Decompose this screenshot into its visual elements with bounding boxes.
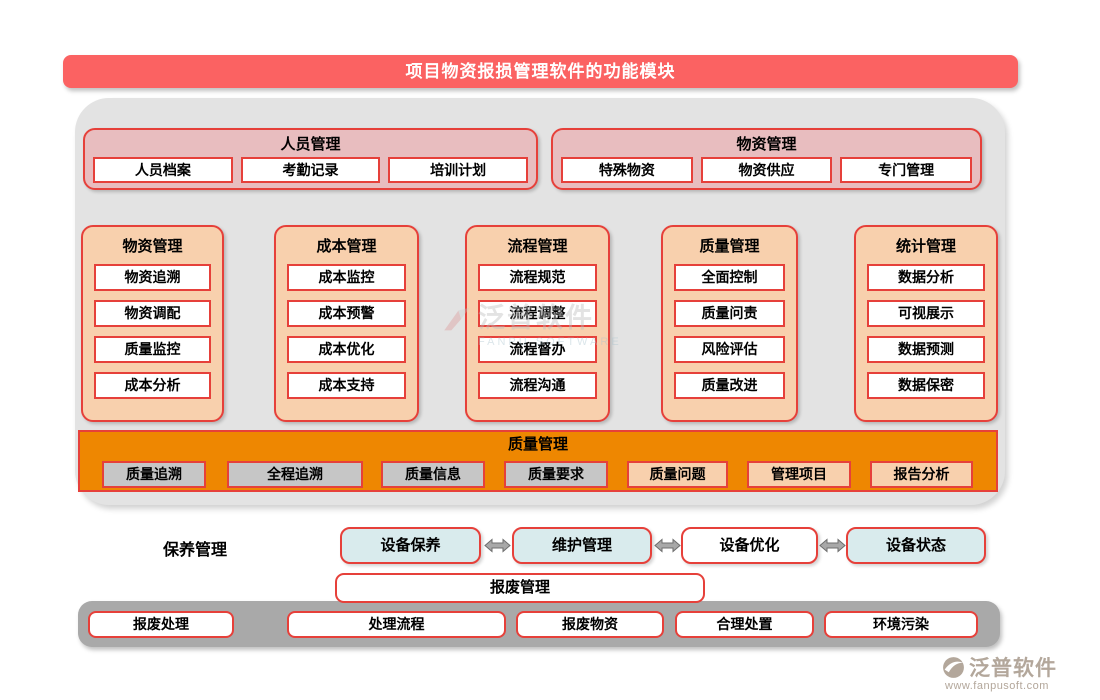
- main-panel: 人员管理 人员档案 考勤记录 培训计划 物资管理 特殊物资 物资供应 专门管理 …: [75, 98, 1005, 505]
- module-item: 报废物资: [516, 611, 664, 638]
- module-item: 全面控制: [674, 264, 785, 291]
- fanpu-logo-name: 泛普软件: [969, 657, 1057, 680]
- module-item: 流程沟通: [478, 372, 597, 399]
- fanpu-logo-icon: [943, 656, 964, 678]
- module-item: 成本预警: [287, 300, 406, 327]
- column-items: 成本监控 成本预警 成本优化 成本支持: [287, 264, 406, 408]
- group-personnel-management: 人员管理 人员档案 考勤记录 培训计划: [83, 128, 538, 190]
- module-item: 质量信息: [381, 461, 485, 488]
- column-header: 成本管理: [316, 238, 377, 255]
- double-arrow-icon: [819, 538, 846, 553]
- module-item: 成本优化: [287, 336, 406, 363]
- module-item: 环境污染: [824, 611, 978, 638]
- bar-header: 质量管理: [507, 436, 568, 453]
- module-item: 质量问责: [674, 300, 785, 327]
- module-item: 全程追溯: [227, 461, 363, 488]
- module-item: 质量追溯: [102, 461, 206, 488]
- module-item: 处理流程: [287, 611, 506, 638]
- column-header: 流程管理: [507, 238, 568, 255]
- fanpu-logo-url: www.fanpusoft.com: [945, 680, 1049, 692]
- double-arrow-icon: [654, 538, 681, 553]
- module-item: 物资调配: [94, 300, 211, 327]
- module-item: 流程调整: [478, 300, 597, 327]
- module-item: 质量改进: [674, 372, 785, 399]
- column-material-management: 物资管理 物资追溯 物资调配 质量监控 成本分析: [81, 225, 224, 422]
- module-item: 管理项目: [747, 461, 851, 488]
- flow-node: 设备优化: [681, 527, 818, 564]
- module-item: 成本分析: [94, 372, 211, 399]
- module-item: 数据预测: [867, 336, 985, 363]
- flow-node: 设备保养: [340, 527, 481, 564]
- module-item: 风险评估: [674, 336, 785, 363]
- group-header: 物资管理: [736, 136, 797, 153]
- group-material-management: 物资管理 特殊物资 物资供应 专门管理: [551, 128, 982, 190]
- module-item: 流程督办: [478, 336, 597, 363]
- flow-node: 设备状态: [846, 527, 986, 564]
- group-header: 人员管理: [280, 136, 341, 153]
- module-item: 成本监控: [287, 264, 406, 291]
- module-item: 报告分析: [870, 461, 973, 488]
- module-item: 质量监控: [94, 336, 211, 363]
- column-items: 数据分析 可视展示 数据预测 数据保密: [867, 264, 985, 408]
- column-process-management: 流程管理 流程规范 流程调整 流程督办 流程沟通: [465, 225, 610, 422]
- module-item: 特殊物资: [561, 157, 693, 183]
- group-items: 人员档案 考勤记录 培训计划: [93, 157, 529, 183]
- column-quality-management: 质量管理 全面控制 质量问责 风险评估 质量改进: [661, 225, 798, 422]
- column-header: 质量管理: [699, 238, 760, 255]
- fanpu-logo: 泛普软件 www.fanpusoft.com: [941, 652, 1057, 692]
- column-items: 流程规范 流程调整 流程督办 流程沟通: [478, 264, 597, 408]
- module-item: 数据分析: [867, 264, 985, 291]
- module-item: 物资追溯: [94, 264, 211, 291]
- module-item: 报废处理: [88, 611, 234, 638]
- module-item: 数据保密: [867, 372, 985, 399]
- module-item: 可视展示: [867, 300, 985, 327]
- column-statistics-management: 统计管理 数据分析 可视展示 数据预测 数据保密: [854, 225, 998, 422]
- module-item: 人员档案: [93, 157, 233, 183]
- column-items: 全面控制 质量问责 风险评估 质量改进: [674, 264, 785, 408]
- module-item: 专门管理: [840, 157, 973, 183]
- maintenance-row-label: 保养管理: [163, 542, 228, 559]
- module-item: 考勤记录: [240, 157, 381, 183]
- column-items: 物资追溯 物资调配 质量监控 成本分析: [94, 264, 211, 408]
- column-header: 统计管理: [895, 238, 956, 255]
- module-item: 物资供应: [700, 157, 833, 183]
- module-item: 质量要求: [504, 461, 608, 488]
- column-header: 物资管理: [122, 238, 183, 255]
- module-item: 成本支持: [287, 372, 406, 399]
- module-item: 流程规范: [478, 264, 597, 291]
- module-item: 合理处置: [675, 611, 814, 638]
- scrap-management-header: 报废管理: [335, 573, 705, 603]
- group-items: 特殊物资 物资供应 专门管理: [561, 157, 973, 183]
- scrap-bar: 报废处理 处理流程 报废物资 合理处置 环境污染: [78, 601, 1000, 647]
- module-item: 培训计划: [388, 157, 529, 183]
- module-item: 质量问题: [627, 461, 728, 488]
- column-cost-management: 成本管理 成本监控 成本预警 成本优化 成本支持: [274, 225, 419, 422]
- page-title: 项目物资报损管理软件的功能模块: [63, 55, 1018, 88]
- fanpu-logo-row: 泛普软件: [941, 652, 1057, 682]
- flow-node: 维护管理: [512, 527, 652, 564]
- quality-management-bar: 质量管理 质量追溯 全程追溯 质量信息 质量要求 质量问题 管理项目 报告分析: [78, 430, 998, 492]
- double-arrow-icon: [484, 538, 511, 553]
